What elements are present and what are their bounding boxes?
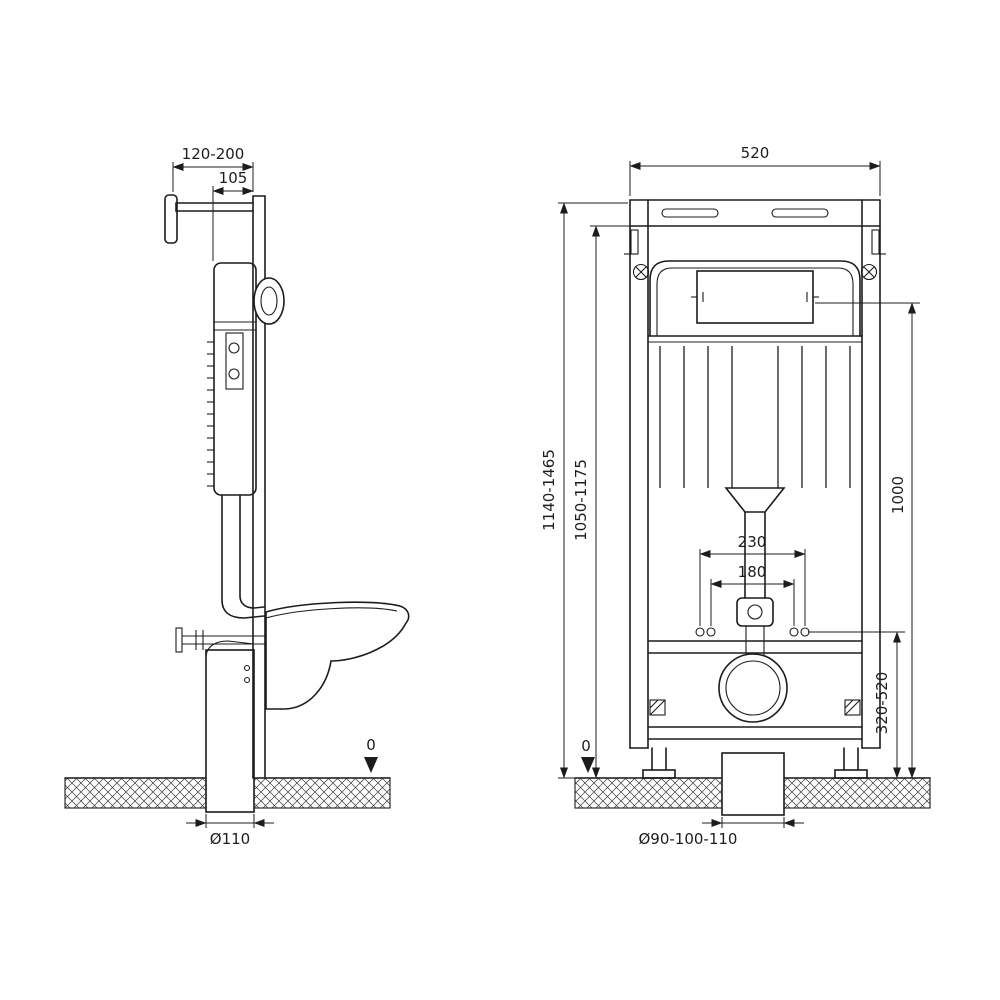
- level-zero-label-front: 0: [581, 737, 591, 755]
- level-triangle-icon: [581, 757, 595, 773]
- side-view: [64, 194, 410, 813]
- dim-outlet-height: [808, 631, 905, 779]
- cistern-front: [647, 260, 863, 343]
- adjustable-feet: [642, 747, 868, 779]
- top-arm-side: [175, 202, 254, 212]
- rail-slot: [771, 208, 829, 218]
- bolt-detail-icon: [243, 664, 251, 672]
- dim-label-width: 520: [741, 144, 770, 162]
- dim-label-drain-diameter: Ø110: [210, 830, 250, 848]
- dim-fixing-inner: [710, 579, 795, 626]
- dim-width: [629, 161, 881, 196]
- dim-label-plate-depth: 105: [219, 169, 248, 187]
- flush-pipe-side: [221, 494, 265, 619]
- level-zero-label-side: 0: [366, 736, 376, 754]
- dim-flush-height: [815, 302, 920, 779]
- bolt-detail-icon: [243, 676, 251, 684]
- supply-elbow-side: [253, 277, 285, 325]
- dim-label-outlet-diameter: Ø90-100-110: [639, 830, 738, 848]
- flush-plate-opening: [696, 270, 814, 324]
- toilet-bowl-side: [265, 601, 410, 710]
- dim-label-depth-range: 120-200: [182, 145, 245, 163]
- mounting-bracket-side: [225, 332, 244, 390]
- side-dimensions: 120-200 105 Ø110 0: [172, 145, 376, 848]
- dim-outlet-diameter: [702, 817, 804, 828]
- fixing-bolt-holes: [695, 627, 810, 637]
- cistern-side: [207, 262, 285, 496]
- corner-screws: [632, 263, 878, 281]
- hanger-hooks: [624, 229, 886, 255]
- bracket-hole-icon: [228, 342, 240, 354]
- dim-label-total-height: 1140-1465: [540, 449, 558, 531]
- dim-label-fixing-inner: 180: [738, 563, 767, 581]
- protection-slats: [659, 346, 851, 488]
- dim-total-height: [558, 202, 628, 779]
- dim-label-outlet-height: 320-520: [873, 672, 891, 735]
- drain-opening-outer: [718, 653, 788, 723]
- dim-label-frame-height: 1050-1175: [572, 459, 590, 541]
- drain-pipe-front: [721, 752, 785, 816]
- flush-plate-tabs: [691, 292, 819, 302]
- dim-label-flush-height: 1000: [889, 476, 907, 514]
- dim-plate-depth: [212, 186, 254, 261]
- dim-frame-height: [590, 225, 630, 779]
- frame-rails-front: [629, 199, 881, 749]
- mounting-bolt-side: [175, 627, 266, 653]
- bracket-hole-icon: [228, 368, 240, 380]
- rail-slot: [661, 208, 719, 218]
- foot-plate: [642, 769, 676, 779]
- drain-opening-inner: [725, 660, 781, 716]
- top-rail-front: [629, 199, 881, 227]
- crossbars-front: [647, 640, 863, 740]
- dim-drain-diameter: [186, 814, 274, 828]
- clamp-blocks: [649, 699, 861, 716]
- dim-fixing-outer: [699, 549, 806, 626]
- pipe-socket: [736, 597, 774, 627]
- supply-elbow-inner: [260, 286, 278, 316]
- drain-pipe-side: [205, 649, 255, 813]
- front-view: [574, 199, 931, 816]
- front-dimensions: 520 1140-1465 1050-1175 1000 320-520 230: [540, 144, 920, 848]
- cistern-ribs: [207, 341, 214, 487]
- dim-label-fixing-outer: 230: [738, 533, 767, 551]
- foot-plate: [834, 769, 868, 779]
- level-triangle-icon: [364, 757, 378, 773]
- flush-plate-side: [164, 194, 178, 244]
